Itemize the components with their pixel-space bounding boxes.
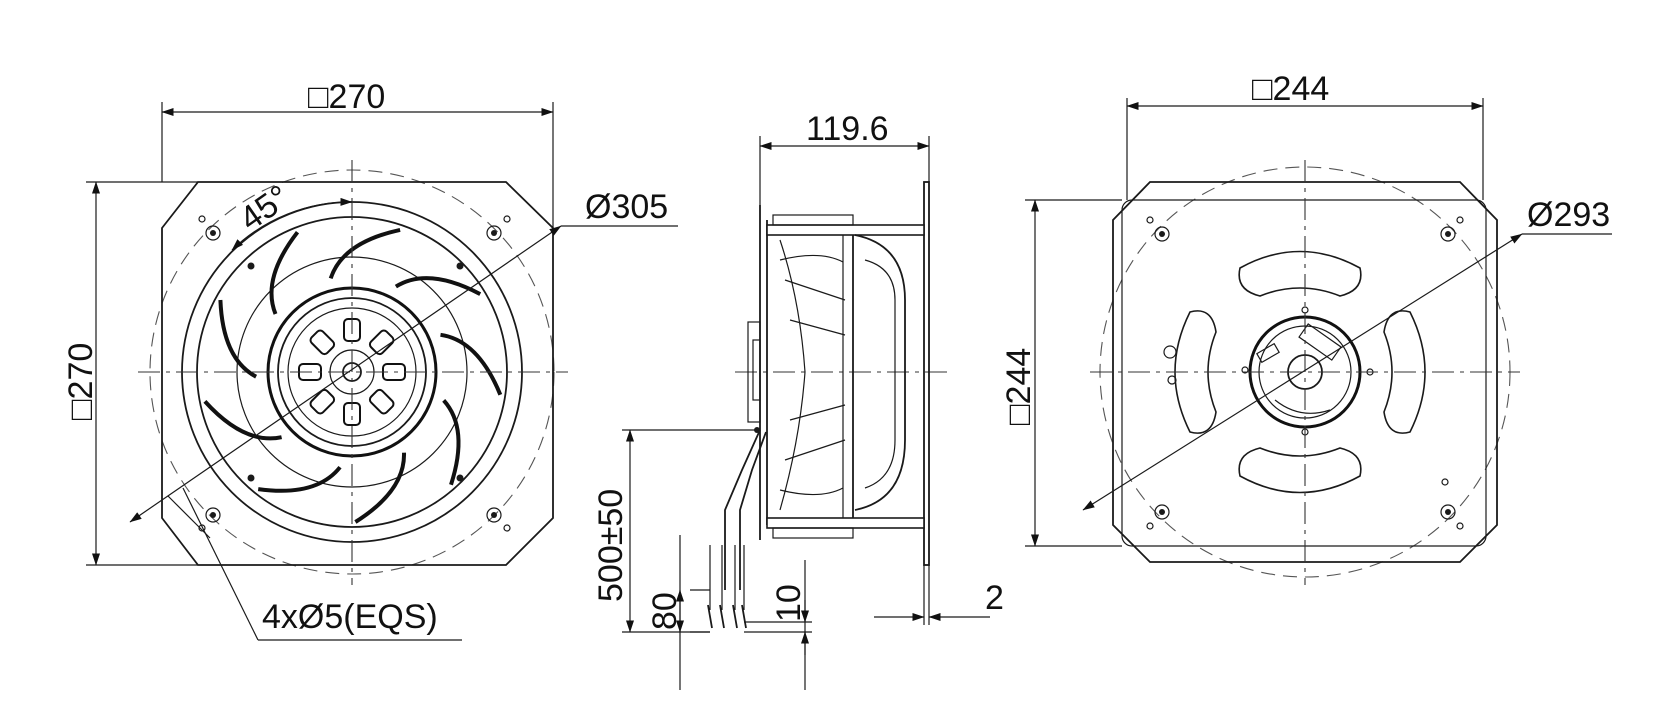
front-holes-leader — [182, 487, 259, 641]
front-view: □270 □270 45° Ø305 4xØ5(EQS) — [62, 78, 678, 641]
side-cable-length-label: 500±50 — [592, 489, 630, 602]
side-bottom-frame — [766, 517, 925, 529]
side-top-frame — [766, 224, 925, 236]
front-width-label: □270 — [308, 78, 385, 116]
rear-height-label: □244 — [1000, 348, 1038, 425]
front-diameter-label: Ø305 — [585, 188, 668, 226]
front-diameter-line — [129, 225, 562, 523]
rear-view: □244 □244 Ø293 — [1000, 70, 1612, 585]
front-height-label: □270 — [62, 343, 100, 420]
side-strip-label-a: 80 — [646, 592, 684, 630]
rear-diameter-label: Ø293 — [1527, 196, 1610, 234]
impeller-blade — [440, 332, 503, 396]
hub-window — [309, 329, 336, 356]
impeller-blade — [203, 400, 283, 441]
side-plate-label: 2 — [985, 579, 1004, 617]
side-view: 119.6 500±50 80 10 2 — [592, 110, 1004, 690]
rear-diameter-line — [1082, 233, 1523, 511]
rear-width-label: □244 — [1252, 70, 1329, 108]
side-impeller — [854, 234, 906, 511]
side-strip-label-b: 10 — [770, 584, 808, 622]
hub-window — [368, 388, 395, 415]
impeller-blade — [394, 276, 482, 296]
impeller-blade — [328, 227, 401, 280]
front-holes-label: 4xØ5(EQS) — [262, 598, 438, 636]
front-angle-arc — [231, 197, 353, 251]
impeller-blade — [218, 299, 258, 379]
rear-slot-top — [1238, 250, 1362, 297]
side-cable — [724, 429, 761, 590]
impeller-blade — [354, 452, 407, 524]
rear-slot-bottom — [1238, 447, 1362, 494]
impeller-blade — [257, 465, 342, 493]
side-depth-label: 119.6 — [806, 110, 889, 148]
impeller-blade — [442, 399, 461, 486]
front-angle-label: 45° — [233, 178, 297, 239]
hub-window — [309, 388, 336, 415]
side-plate — [923, 181, 930, 566]
